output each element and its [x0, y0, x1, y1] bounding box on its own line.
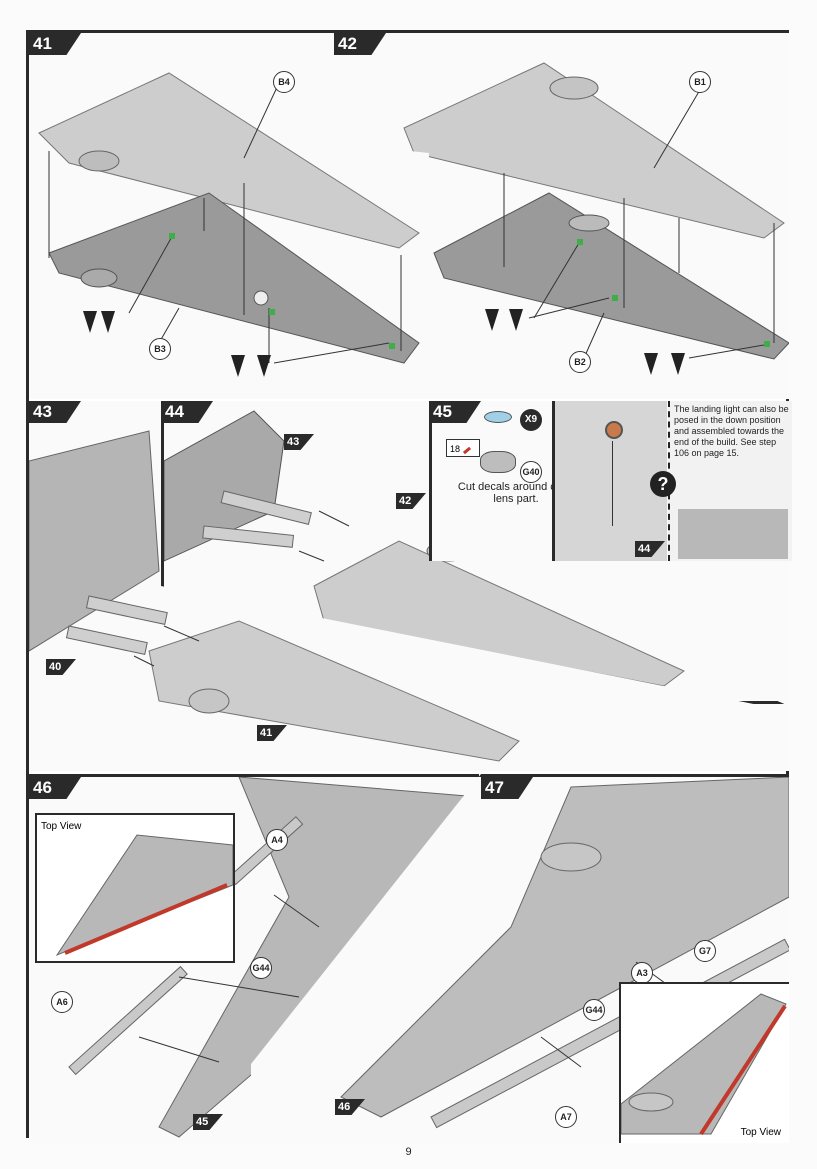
- part-a6-label: A6: [51, 991, 73, 1013]
- part-x9-label: X9: [520, 409, 542, 431]
- page-frame: 41 B4 B3: [26, 30, 792, 1143]
- step-43-illustration: [29, 430, 520, 762]
- question-mark-icon: ?: [650, 471, 676, 497]
- landing-light-well: [605, 421, 623, 439]
- part-g44-label: G44: [583, 999, 605, 1021]
- step-42-number: 42: [334, 33, 386, 55]
- ref-step-44: 44: [635, 541, 665, 557]
- step-47-number: 47: [481, 777, 533, 799]
- page-number: 9: [405, 1146, 412, 1158]
- top-view-label: Top View: [41, 821, 82, 832]
- part-b1-label: B1: [689, 71, 711, 93]
- top-view-wing: [621, 993, 787, 1136]
- decal-icon: [462, 446, 471, 455]
- top-view-inset: Top View: [35, 813, 235, 963]
- step-45-panel: 45 X9 18 G40 Cut decals around clear len…: [429, 401, 792, 561]
- landing-light-note: The landing light can also be posed in t…: [674, 404, 789, 458]
- part-a3-label: A3: [631, 962, 653, 984]
- light-housing-part: [480, 451, 516, 473]
- step-46-illustration: [68, 777, 479, 1138]
- decal-ref-box: 18: [446, 439, 480, 457]
- decal-cut-note: Cut decals around clear lens part.: [457, 481, 575, 505]
- step-45-number: 45: [432, 401, 481, 423]
- top-view-wing: [55, 834, 233, 957]
- step-41-illustration: [38, 72, 420, 364]
- landing-light-inset: 44: [552, 401, 667, 561]
- insertion-line: [612, 441, 613, 526]
- top-view-inset: Top View: [619, 982, 789, 1143]
- step-46-number: 46: [29, 777, 81, 799]
- step-42-illustration: [403, 62, 789, 360]
- part-g44-label: G44: [250, 957, 272, 979]
- part-b3-label: B3: [149, 338, 171, 360]
- deployed-light-preview: [678, 509, 788, 559]
- part-b2-label: B2: [569, 351, 591, 373]
- top-view-label: Top View: [740, 1127, 781, 1138]
- decal-number: 18: [450, 444, 461, 454]
- step-41-number: 41: [29, 33, 81, 55]
- part-a4-label: A4: [266, 829, 288, 851]
- part-g7-label: G7: [694, 940, 716, 962]
- part-g40-label: G40: [520, 461, 542, 483]
- clear-lens-part: [484, 411, 512, 423]
- part-a7-label: A7: [555, 1106, 577, 1128]
- step-44-illustration: [164, 410, 685, 687]
- part-b4-label: B4: [273, 71, 295, 93]
- alternative-note-box: The landing light can also be posed in t…: [650, 401, 792, 561]
- step-44-number: 44: [164, 401, 213, 423]
- step-43-number: 43: [29, 401, 81, 423]
